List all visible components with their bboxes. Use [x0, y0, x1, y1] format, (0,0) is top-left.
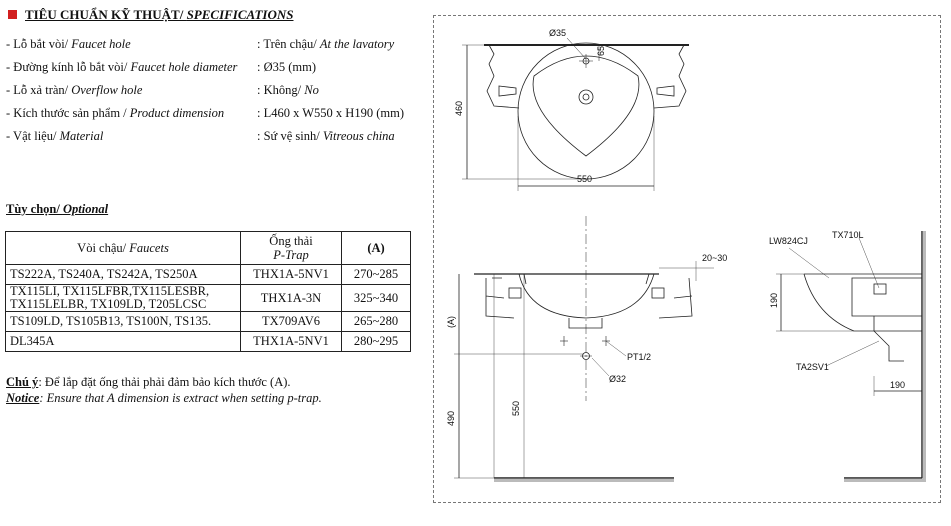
label-d2030: 20~30	[702, 253, 727, 263]
table-row: TX115LI, TX115LFBR,TX115LESBR,TX115LELBR…	[5, 284, 411, 312]
spec-value: : Không/ No	[257, 83, 319, 97]
spec-label: - Vật liệu/ Material	[6, 129, 104, 143]
cell-faucets: TX115LI, TX115LFBR,TX115LESBR,TX115LELBR…	[5, 284, 241, 312]
cell-faucets: TS222A, TS240A, TS242A, TS250A	[5, 264, 241, 285]
cell-dim: 265~280	[341, 311, 411, 332]
spec-label: - Lỗ xả tràn/ Overflow hole	[6, 83, 143, 97]
label-dA: (A)	[446, 316, 456, 328]
label-tx: TX710L	[832, 230, 864, 240]
spec-label: - Kích thước sản phẩm / Product dimensio…	[6, 106, 225, 120]
label-d65: 65	[596, 46, 606, 56]
spec-value: : Trên chậu/ At the lavatory	[257, 37, 395, 51]
label-d550b: 550	[511, 401, 521, 416]
header-title-vn: TIÊU CHUẨN KỸ THUẬT/	[25, 7, 187, 22]
label-ta: TA2SV1	[796, 362, 829, 372]
cell-faucets: TS109LD, TS105B13, TS100N, TS135.	[5, 311, 241, 332]
col-faucets: Vòi chậu/ Faucets	[5, 231, 241, 265]
technical-drawing: Ø35 65 460 550 20~30 (A) PT1/2 Ø32 490 5…	[433, 15, 941, 503]
cell-dim: 270~285	[341, 264, 411, 285]
label-pt: PT1/2	[627, 352, 651, 362]
table-row: TS109LD, TS105B13, TS100N, TS135. TX709A…	[5, 311, 411, 332]
header-title-en: SPECIFICATIONS	[186, 7, 294, 22]
spec-label: - Đường kính lỗ bắt vòi/ Faucet hole dia…	[6, 60, 238, 74]
note-vn: Chú ý: Để lắp đặt ống thải phải đảm bảo …	[6, 375, 291, 389]
label-d490: 490	[446, 411, 456, 426]
table-row: TS222A, TS240A, TS242A, TS250A THX1A-5NV…	[5, 264, 411, 285]
label-d190v: 190	[769, 293, 779, 308]
cell-faucets: DL345A	[5, 331, 241, 352]
label-d32: Ø32	[609, 374, 626, 384]
spec-value: : L460 x W550 x H190 (mm)	[257, 106, 404, 120]
optional-title: Tùy chọn/ Optional	[6, 202, 109, 216]
table-row: DL345A THX1A-5NV1 280~295	[5, 331, 411, 352]
label-d550: 550	[577, 174, 592, 184]
label-lw: LW824CJ	[769, 236, 808, 246]
cell-trap: THX1A-5NV1	[240, 264, 342, 285]
cell-trap: TX709AV6	[240, 311, 342, 332]
red-square-icon	[8, 10, 17, 19]
label-d35: Ø35	[549, 28, 566, 38]
spec-value: : Ø35 (mm)	[257, 60, 317, 74]
cell-dim: 280~295	[341, 331, 411, 352]
note-en: Notice: Ensure that A dimension is extra…	[6, 391, 322, 405]
cell-trap: THX1A-3N	[240, 284, 342, 312]
drawing-svg: Ø35 65 460 550 20~30 (A) PT1/2 Ø32 490 5…	[446, 28, 926, 482]
spec-label: - Lỗ bắt vòi/ Faucet hole	[6, 37, 131, 51]
label-d190h: 190	[890, 380, 905, 390]
cell-trap: THX1A-5NV1	[240, 331, 342, 352]
col-dim: (A)	[341, 231, 411, 265]
spec-value: : Sứ vệ sinh/ Vitreous china	[257, 129, 395, 143]
cell-dim: 325~340	[341, 284, 411, 312]
label-d460: 460	[454, 101, 464, 116]
spec-header: TIÊU CHUẨN KỸ THUẬT/ SPECIFICATIONS	[8, 7, 294, 23]
